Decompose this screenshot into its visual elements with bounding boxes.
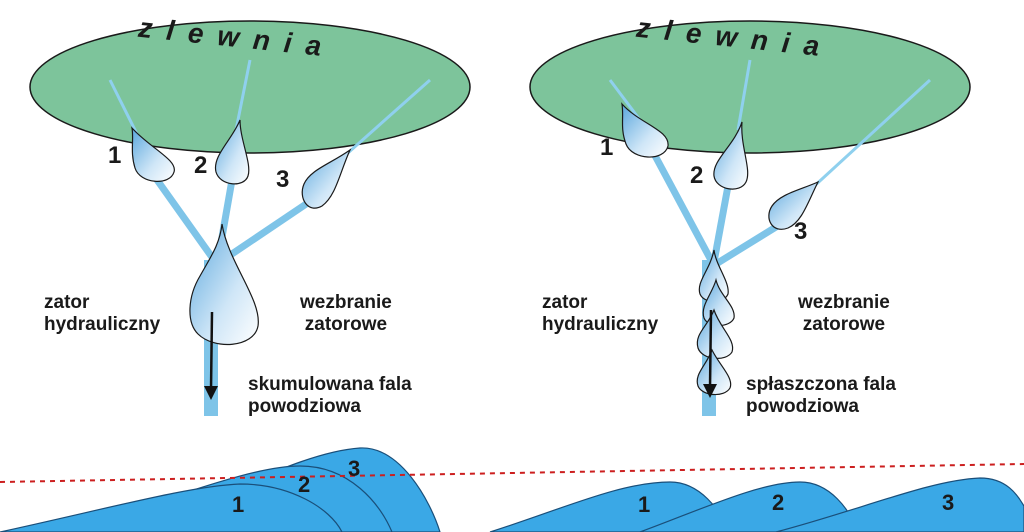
right-stream-2 — [736, 59, 752, 131]
left-stream-1 — [108, 79, 142, 141]
left-panel — [29, 20, 471, 416]
right-wave-number-1: 1 — [638, 492, 651, 517]
right-flow-arrow — [708, 309, 713, 389]
right-wave-label: spłaszczona fala powodziowa — [746, 374, 896, 417]
right-droplet-1 — [621, 102, 669, 158]
right-tributary-2 — [710, 185, 732, 263]
right-stream-3 — [808, 78, 932, 192]
left-wave-label: skumulowana fala powodziowa — [248, 374, 412, 417]
left-flow-arrow — [209, 311, 214, 391]
right-flow-arrowhead — [703, 384, 717, 398]
left-tributary-number-2: 2 — [194, 152, 208, 179]
right-tributary-number-2: 2 — [690, 162, 704, 189]
right-tributary-3 — [714, 219, 786, 267]
right-hydrograph — [489, 477, 1024, 532]
left-catchment-ellipse — [29, 20, 471, 154]
left-stream-3 — [339, 78, 431, 162]
right-tributary-number-1: 1 — [600, 134, 614, 161]
left-surge-label: wezbranie zatorowe — [300, 292, 392, 335]
left-jam-label: zator hydrauliczny — [44, 292, 161, 335]
right-tributary-number-3: 3 — [794, 218, 808, 245]
left-wave-1 — [0, 483, 343, 532]
left-droplet-1 — [131, 126, 175, 182]
left-main-droplet — [189, 223, 259, 346]
left-tributary-number-3: 3 — [276, 166, 290, 193]
right-droplet-2 — [713, 121, 749, 190]
right-wave-number-3: 3 — [942, 490, 955, 515]
left-wave-number-3: 3 — [348, 456, 361, 481]
left-stream-2 — [234, 59, 252, 131]
left-tributary-1 — [147, 167, 217, 263]
left-droplet-3 — [301, 148, 352, 209]
right-tributary-1 — [648, 148, 716, 264]
right-jam-label: zator hydrauliczny — [542, 292, 659, 335]
right-stream-1 — [608, 79, 642, 121]
left-wave-number-2: 2 — [298, 472, 311, 497]
right-stacked-droplet-4 — [696, 348, 732, 396]
left-flow-arrowhead — [204, 386, 218, 400]
left-tributary-number-1: 1 — [108, 142, 122, 169]
right-wave-number-2: 2 — [772, 490, 785, 515]
left-droplet-2 — [214, 119, 250, 185]
left-tributary-3 — [218, 193, 320, 265]
right-surge-label: wezbranie zatorowe — [798, 292, 890, 335]
right-droplet-3 — [768, 180, 820, 230]
left-wave-number-1: 1 — [232, 492, 245, 517]
left-hydrograph — [0, 447, 441, 532]
right-wave-3 — [775, 477, 1024, 532]
flood-threshold-line — [0, 463, 1024, 483]
right-panel — [529, 20, 971, 416]
